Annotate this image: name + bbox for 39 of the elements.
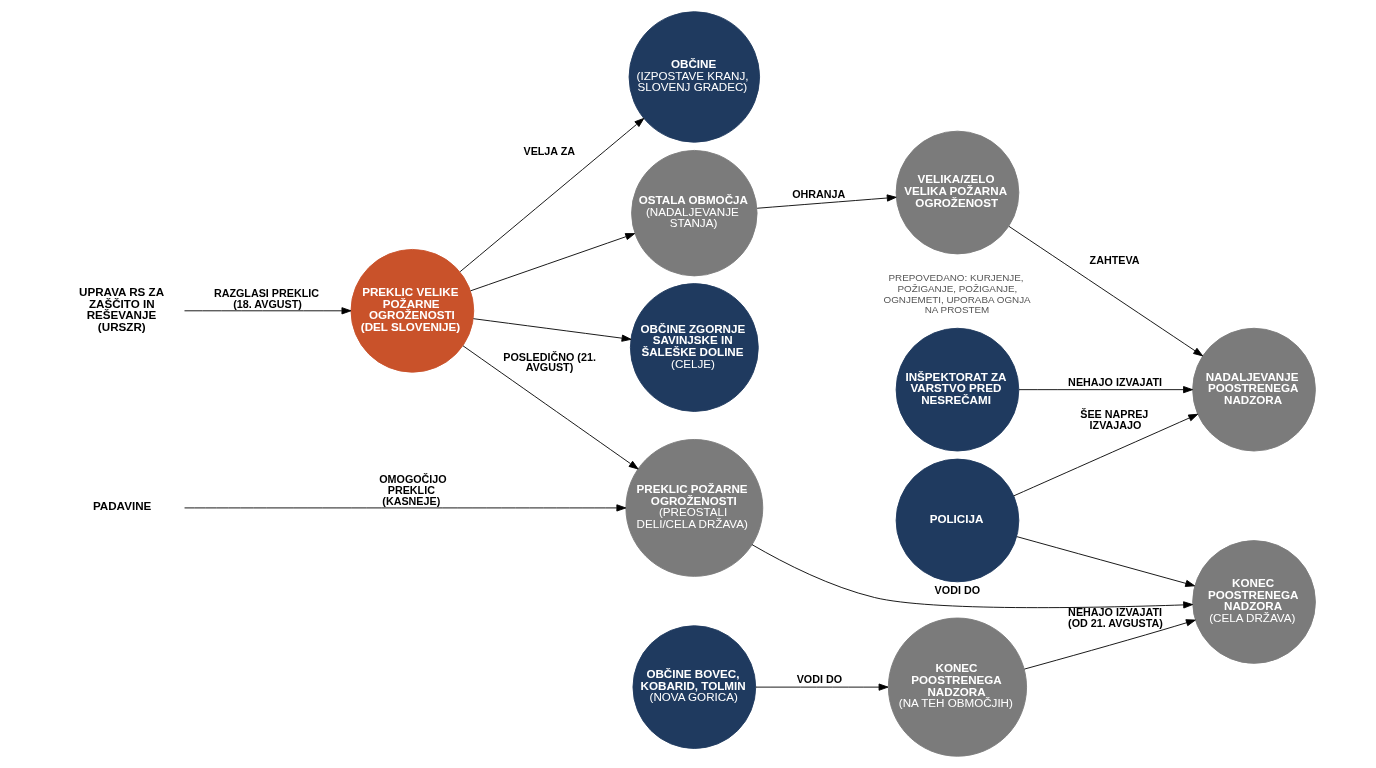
- edge-label: NEHAJO IZVAJATI (OD 21. AVGUSTA): [1067, 605, 1163, 629]
- arrow: [1012, 413, 1198, 497]
- edge-label: VELJA ZA: [522, 145, 575, 158]
- arrow: [472, 318, 631, 342]
- node-circle: KONEC POOSTRENEGA NADZORA (NA TEH OBMOČJIH): [887, 617, 1027, 757]
- arrow: [1018, 386, 1193, 394]
- arrow: [754, 683, 888, 691]
- edge-label: OHRANJA: [791, 188, 845, 201]
- node-label: PREPOVEDANO: KURJENJE, POŽIGANJE, POŽIGANJE, OGNJEMETI, UPORABA OGNJA NA PROSTEM: [883, 272, 1031, 316]
- node-circle: VELIKA/ZELO VELIKA POŽARNA OGROŽENOST: [895, 130, 1019, 255]
- edge-label: POSLEDIČNO (21. AVGUST): [502, 350, 596, 374]
- node-circle: OBČINE BOVEC, KOBARID, TOLMIN (NOVA GORICA): [632, 625, 756, 749]
- arrow: [1016, 536, 1195, 587]
- edge-label: VODI DO: [796, 673, 842, 686]
- node-circle: PREKLIC POŽARNE OGROŽENOSTI (PREOSTALI DELI/CELA DRŽAVA): [624, 439, 763, 577]
- node-circle: PREKLIC VELIKE POŽARNE OGROŽENOSTI (DEL SLOVENIJE): [350, 249, 474, 373]
- node-circle: OBČINE ZGORNJE SAVINJSKE IN ŠALEŠKE DOLINE (CELJE): [629, 283, 759, 412]
- arrow: [183, 504, 626, 512]
- edge-label: ZAHTEVA: [1089, 253, 1140, 266]
- edge-label: OMOGOČIJO PREKLIC (KASNEJE): [378, 473, 447, 507]
- node-circle: KONEC POOSTRENEGA NADZORA (CELA DRŽAVA): [1191, 540, 1316, 664]
- node-text: UPRAVA RS ZA ZAŠČITO IN REŠEVANJE (URSZR): [78, 284, 164, 333]
- edge-label: ŠEE NAPREJ IZVAJAJO: [1079, 407, 1148, 431]
- arrow: [462, 345, 639, 470]
- arrow: [1023, 619, 1196, 670]
- arrow: [751, 544, 1193, 609]
- arrow: [459, 117, 644, 273]
- edge-label: RAZGLASI PREKLIC (18. AVGUST): [213, 287, 319, 310]
- node-text: PADAVINE: [92, 499, 151, 513]
- node-circle: OSTALA OBMOČJA (NADALJEVANJE STANJA): [630, 149, 758, 277]
- node-circle: OBČINE (IZPOSTAVE KRANJ, SLOVENJ GRADEC): [628, 11, 760, 143]
- node-circle: POLICIJA: [895, 458, 1019, 583]
- arrow: [469, 233, 635, 292]
- arrow: [1008, 225, 1203, 357]
- arrow: [183, 307, 351, 315]
- arrow: [756, 194, 897, 209]
- node-circle: INŠPEKTORAT ZA VARSTVO PRED NESREČAMI: [895, 327, 1019, 452]
- edge-label: NEHAJO IZVAJATI: [1067, 375, 1162, 388]
- edge-label: VODI DO: [934, 583, 980, 596]
